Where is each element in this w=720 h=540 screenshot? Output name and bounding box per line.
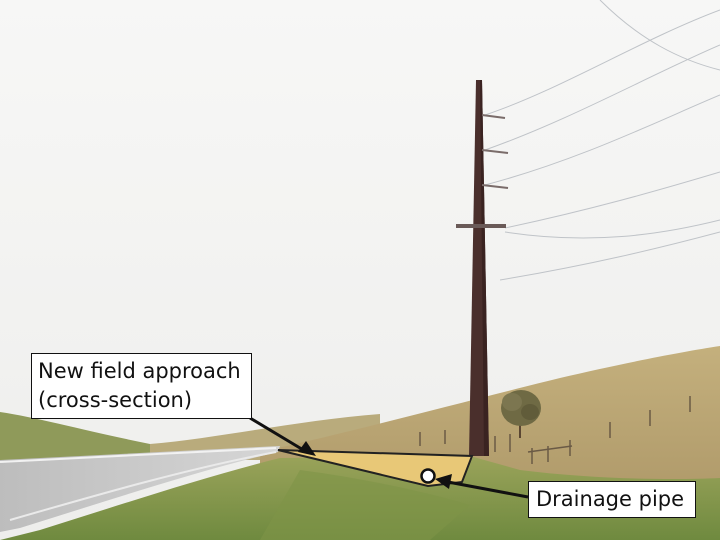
road-shoulder-line <box>0 447 277 463</box>
distant-hill-left <box>0 412 150 460</box>
field-approach-label-line1: New field approach <box>38 359 241 383</box>
highway-road <box>0 446 280 532</box>
drainage-pipe-icon <box>420 468 436 484</box>
approach-callout-arrow <box>249 416 316 456</box>
pipe-callout-arrow <box>435 474 529 499</box>
power-pole <box>456 80 509 456</box>
small-tree <box>501 390 541 438</box>
ditch-shade <box>260 470 470 540</box>
field-approach-label-line2: (cross-section) <box>38 388 193 412</box>
field-approach-label: New field approach (cross-section) <box>31 353 252 419</box>
road-edge-line <box>9 451 277 521</box>
fence-line <box>419 396 691 464</box>
power-lines <box>484 0 720 281</box>
drainage-pipe-label: Drainage pipe <box>528 481 696 518</box>
